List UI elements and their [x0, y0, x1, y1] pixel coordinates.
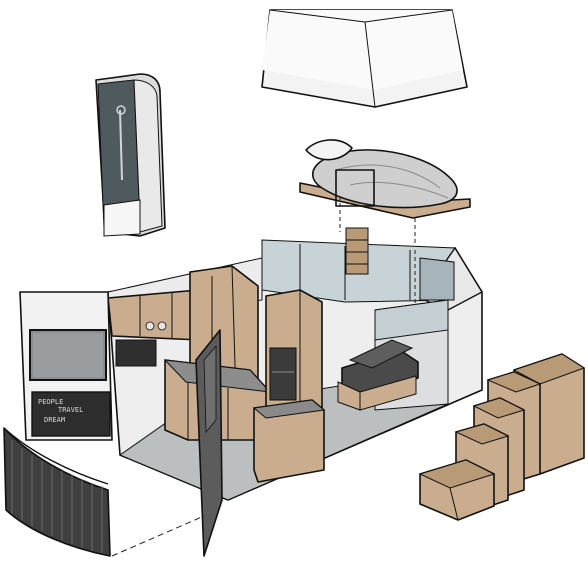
sofa-icon: [337, 339, 419, 411]
chalkboard-line-3: DREAM: [44, 416, 65, 424]
front-door: [195, 329, 223, 557]
wall-panel-chalkboard: PEOPLE TRAVEL DREAM: [19, 291, 113, 441]
roof-cap: [261, 9, 468, 108]
chalkboard-line-1: PEOPLE: [38, 398, 63, 406]
shower-unit-icon: [95, 73, 166, 237]
chalkboard-line-2: TRAVEL: [58, 406, 83, 414]
chalkboard-icon: PEOPLE TRAVEL DREAM: [31, 391, 111, 437]
staircase-storage-icon: [418, 353, 586, 521]
curtain-panel-icon: [3, 427, 205, 557]
loft-bed-icon: [299, 139, 471, 312]
